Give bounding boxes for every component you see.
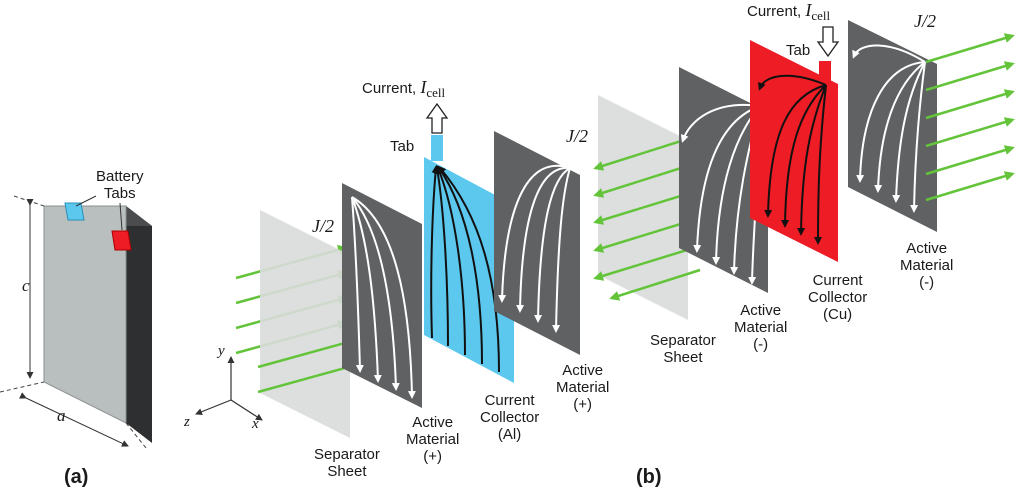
flow-lines-am4	[852, 44, 926, 213]
active-material-plus-1	[342, 183, 422, 408]
current-label-right: Current, Icell	[747, 0, 831, 23]
j-half-label-right: J/2	[914, 11, 936, 31]
battery-tab-negative	[111, 230, 132, 251]
battery-tab-positive	[64, 202, 85, 221]
tab-cu	[819, 61, 831, 88]
battery-side-face	[126, 206, 152, 443]
green-arrows-right-right	[925, 33, 1015, 202]
axis-z-line	[195, 399, 232, 416]
tab-al	[431, 135, 443, 161]
dim-c-label: c	[22, 276, 30, 295]
tab-label-left: Tab	[390, 138, 415, 155]
dim-a-label: a	[57, 406, 66, 425]
axis-x-label: x	[252, 416, 259, 432]
tab-label-right: Tab	[786, 42, 811, 59]
current-label-left: Current, Icell	[362, 77, 446, 100]
tabs-leader-1	[75, 195, 97, 207]
separator-sheet-left	[260, 210, 350, 438]
j-half-label-center: J/2	[566, 126, 588, 146]
dim-a-line	[19, 392, 129, 447]
flow-lines-am1	[351, 196, 416, 399]
j-half-label-left: J/2	[312, 216, 334, 236]
battery-cell	[0, 195, 152, 449]
flow-lines-al	[430, 165, 500, 373]
flow-lines-cu	[758, 74, 827, 245]
axis-x-line	[230, 399, 263, 421]
active-material-minus-1	[679, 67, 768, 293]
tabs-leader-2	[119, 202, 123, 231]
active-material-minus-2	[848, 20, 937, 232]
axis-y-label: y	[218, 343, 225, 359]
axis-z-label: z	[184, 414, 190, 430]
current-collector-al	[424, 157, 514, 383]
coordinate-axes	[195, 356, 263, 421]
dim-c-ext-top	[13, 195, 45, 207]
current-arrow-up-left	[425, 102, 449, 134]
current-arrow-down-right	[816, 26, 840, 58]
battery-tabs-label: Battery Tabs	[96, 168, 144, 202]
dim-c-ext-bottom	[0, 381, 45, 393]
panel-a-label: (a)	[64, 466, 89, 488]
flow-lines-am2	[498, 164, 571, 333]
dim-a-ext	[125, 422, 147, 449]
active-material-plus-2	[494, 131, 580, 355]
panel-b-label: (b)	[636, 466, 662, 488]
